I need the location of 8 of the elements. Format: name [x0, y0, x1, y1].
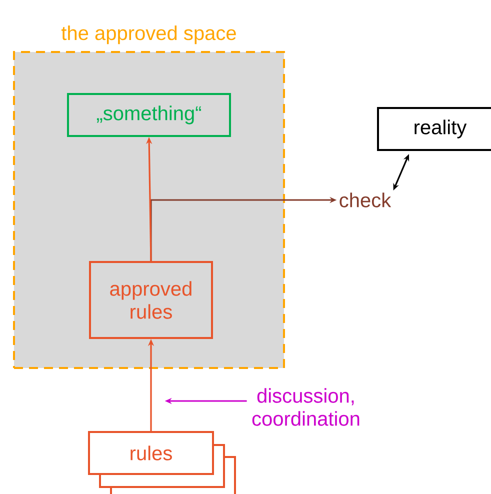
check-label: check [340, 192, 392, 208]
approved-space-area [13, 26, 285, 369]
area-heading: the approved space [61, 26, 236, 44]
process-box: approved rules [89, 261, 213, 339]
note-text: discussion, coordination [252, 388, 360, 426]
result-box: „something“ [67, 93, 231, 137]
stacked-document-box: rules [88, 431, 236, 494]
reality-box: reality [377, 107, 491, 151]
